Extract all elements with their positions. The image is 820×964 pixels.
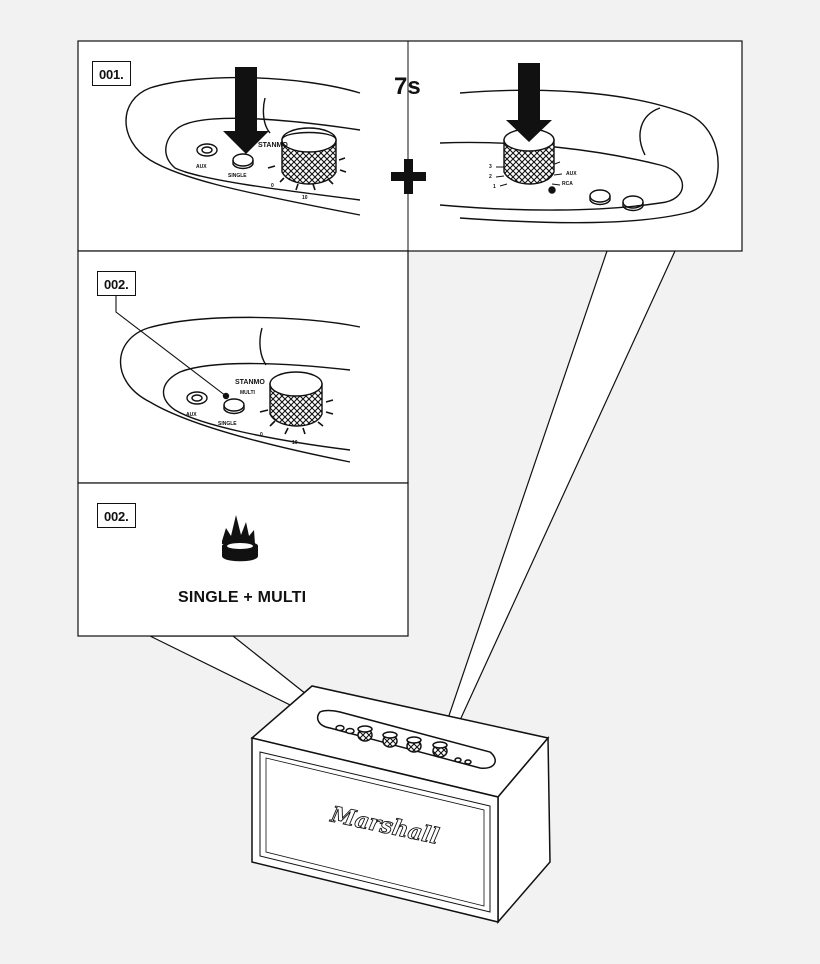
step-3-label: 002.: [97, 503, 136, 528]
down-arrow-icon: [506, 63, 552, 142]
speaker-illustration: [250, 685, 551, 925]
closeup-right: [439, 89, 719, 224]
aux-label: AUX: [186, 412, 197, 418]
knob-icon: [269, 371, 323, 427]
knob-icon: [281, 127, 337, 185]
scale-three-label: 3: [489, 164, 492, 170]
aux-label: AUX: [196, 164, 207, 170]
hold-time-label: 7s: [394, 73, 421, 100]
rca-label: RCA: [562, 181, 573, 187]
closeup-step-2: [115, 296, 361, 463]
scale-zero-label: 0: [260, 432, 263, 438]
model-label: STANMO: [258, 142, 288, 149]
down-arrow-icon: [223, 67, 269, 154]
plus-icon: [391, 159, 426, 194]
scale-zero-label: 0: [271, 183, 274, 189]
model-label: STANMO: [235, 379, 265, 386]
step-2-label: 002.: [97, 271, 136, 296]
led-glow-icon: [222, 515, 258, 562]
scale-ten-label: 10: [292, 440, 298, 446]
mode-caption: SINGLE + MULTI: [178, 589, 307, 606]
aux2-label: AUX: [566, 171, 577, 177]
single-label: SINGLE: [228, 173, 247, 179]
panel-step-1: [77, 40, 743, 252]
panel-frames: [77, 40, 743, 637]
step-1-label: 001.: [92, 61, 131, 86]
scale-two-label: 2: [489, 174, 492, 180]
multi-label: MULTI: [240, 390, 256, 396]
single-label: SINGLE: [218, 421, 237, 427]
scale-ten-label: 10: [302, 195, 308, 201]
closeup-left: [125, 76, 361, 216]
scale-one-label: 1: [493, 184, 496, 190]
